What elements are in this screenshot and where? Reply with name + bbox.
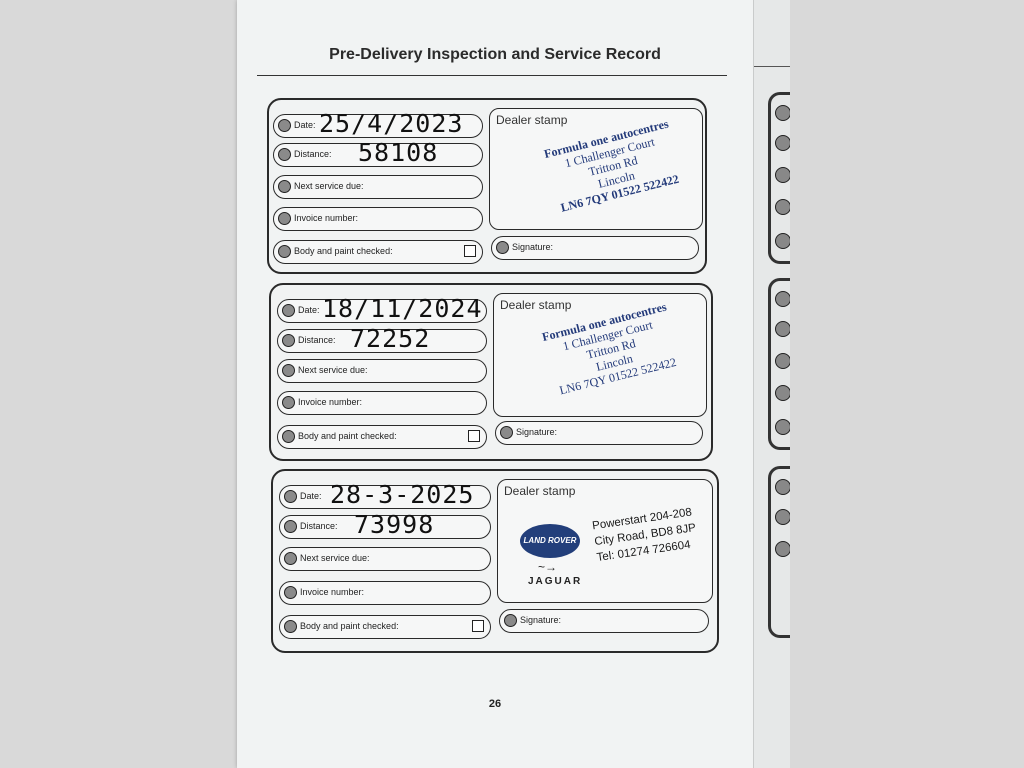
signature-label: Signature: [512,242,554,252]
bullet-icon [775,419,790,435]
dealer-stamp-box: Dealer stamp Formula one autocentres 1 C… [489,108,703,230]
invoice-number-field[interactable]: Invoice number: [279,581,491,605]
body-paint-field[interactable]: Body and paint checked: [273,240,483,264]
bullet-icon [775,199,790,215]
bullet-icon [775,353,790,369]
bullet-icon [284,620,297,633]
bullet-icon [775,105,790,121]
land-rover-logo: LAND ROVER [520,524,580,558]
bullet-icon [284,490,297,503]
facing-page-edge [753,0,790,768]
bullet-icon [282,364,295,377]
service-record-page: Pre-Delivery Inspection and Service Reco… [237,0,753,768]
bullet-icon [775,135,790,151]
signature-field[interactable]: Signature: [499,609,709,633]
next-service-label: Next service due: [298,365,368,375]
body-paint-label: Body and paint checked: [294,246,393,256]
date-value: 18/11/2024 [322,294,483,323]
bullet-icon [775,233,790,249]
next-service-field[interactable]: Next service due: [279,547,491,571]
title-divider [257,75,727,76]
bullet-icon [500,426,513,439]
distance-field[interactable]: Distance: 73998 [279,510,491,539]
bullet-icon [278,148,291,161]
body-paint-label: Body and paint checked: [298,431,397,441]
date-label: Date: [298,305,320,315]
bullet-icon [775,291,790,307]
next-service-field[interactable]: Next service due: [277,359,487,383]
invoice-number-label: Invoice number: [298,397,363,407]
page-title: Pre-Delivery Inspection and Service Reco… [329,46,661,63]
next-service-field[interactable]: Next service due: [273,175,483,199]
bullet-icon [278,180,291,193]
bullet-icon [775,321,790,337]
distance-value: 72252 [350,324,431,353]
bullet-icon [775,479,790,495]
date-field[interactable]: Date: 28-3-2025 [279,480,491,509]
bullet-icon [284,552,297,565]
distance-field[interactable]: Distance: 72252 [277,324,487,353]
distance-label: Distance: [294,149,332,159]
service-record-2: Date: 18/11/2024 Distance: 72252 Next se… [269,283,713,461]
body-paint-field[interactable]: Body and paint checked: [279,615,491,639]
signature-field[interactable]: Signature: [495,421,703,445]
bullet-icon [282,396,295,409]
distance-field[interactable]: Distance: 58108 [273,138,483,167]
bullet-icon [284,586,297,599]
bullet-icon [504,614,517,627]
body-paint-checkbox[interactable] [468,430,480,442]
bullet-icon [496,241,509,254]
body-paint-field[interactable]: Body and paint checked: [277,425,487,449]
invoice-number-field[interactable]: Invoice number: [277,391,487,415]
invoice-number-label: Invoice number: [294,213,359,223]
facing-page-record-edge [768,278,790,450]
bullet-icon [775,385,790,401]
service-record-1: Date: 25/4/2023 Distance: 58108 Next ser… [267,98,707,274]
signature-label: Signature: [516,427,558,437]
invoice-number-field[interactable]: Invoice number: [273,207,483,231]
bullet-icon [775,509,790,525]
body-paint-checkbox[interactable] [472,620,484,632]
bullet-icon [278,212,291,225]
dealer-stamp: Powerstart 204-208 City Road, BD8 8JP Te… [591,502,715,566]
distance-label: Distance: [298,335,336,345]
bullet-icon [775,541,790,557]
dealer-stamp-box: Dealer stamp Formula one autocentres 1 C… [493,293,707,417]
dealer-stamp-label: Dealer stamp [500,298,572,312]
dealer-stamp-label: Dealer stamp [496,113,568,127]
invoice-number-label: Invoice number: [300,587,365,597]
dealer-stamp: Formula one autocentres 1 Challenger Cou… [522,111,704,220]
facing-page-record-edge [768,92,790,264]
bullet-icon [278,245,291,258]
next-service-label: Next service due: [294,181,364,191]
body-paint-checkbox[interactable] [464,245,476,257]
date-label: Date: [294,120,316,130]
signature-label: Signature: [520,615,562,625]
facing-page-record-edge [768,466,790,638]
date-value: 25/4/2023 [319,109,464,138]
body-paint-label: Body and paint checked: [300,621,399,631]
bullet-icon [278,119,291,132]
date-label: Date: [300,491,322,501]
bullet-icon [282,304,295,317]
dealer-stamp-box: Dealer stamp LAND ROVER ~→ JAGUAR Powers… [497,479,713,603]
next-service-label: Next service due: [300,553,370,563]
date-value: 28-3-2025 [330,480,475,509]
jaguar-leaper-icon: ~→ [538,560,558,574]
signature-field[interactable]: Signature: [491,236,699,260]
bullet-icon [775,167,790,183]
bullet-icon [282,430,295,443]
page-number: 26 [488,698,502,710]
jaguar-logo: JAGUAR [528,576,583,587]
distance-value: 73998 [354,510,435,539]
bullet-icon [282,334,295,347]
dealer-stamp-label: Dealer stamp [504,484,576,498]
distance-value: 58108 [358,138,439,167]
facing-page-divider [754,66,790,67]
date-field[interactable]: Date: 25/4/2023 [273,109,483,138]
distance-label: Distance: [300,521,338,531]
date-field[interactable]: Date: 18/11/2024 [277,294,487,323]
service-record-3: Date: 28-3-2025 Distance: 73998 Next ser… [271,469,719,653]
bullet-icon [284,520,297,533]
